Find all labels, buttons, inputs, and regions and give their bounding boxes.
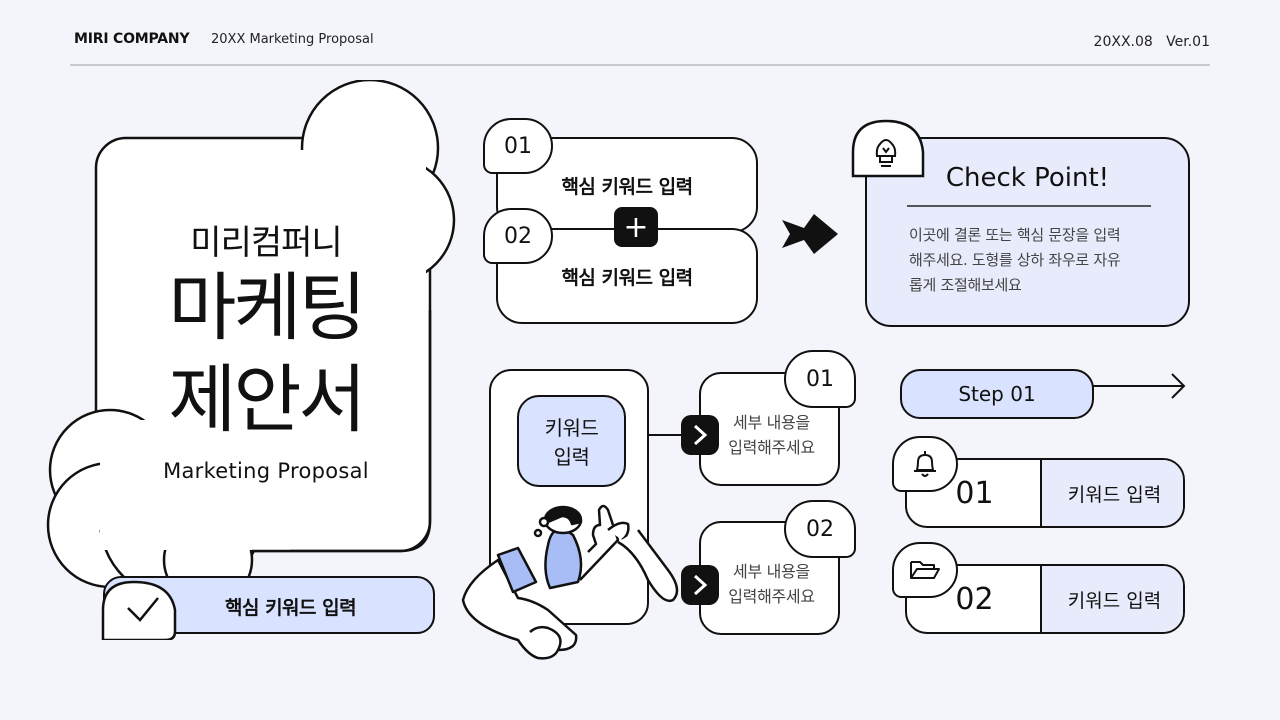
bell-icon xyxy=(914,451,936,477)
chevron-right-icon xyxy=(681,415,719,455)
title-line1: 마케팅 xyxy=(168,265,366,351)
english-title: Marketing Proposal xyxy=(163,459,369,483)
detail-02-line1: 세부 내용을 xyxy=(733,562,810,581)
keyword-02-num: 02 xyxy=(483,208,553,264)
chevron-right-icon xyxy=(681,565,719,605)
step-01-divider xyxy=(1040,460,1043,526)
keyword-01-label: 핵심 키워드 입력 xyxy=(561,175,693,198)
detail-01-num: 01 xyxy=(784,350,856,408)
step-badge: Step 01 xyxy=(900,369,1094,419)
step-arrow-icon xyxy=(1092,373,1186,399)
step-label: Step 01 xyxy=(958,382,1036,406)
flow-connector xyxy=(649,434,687,436)
keyword-01-num: 01 xyxy=(483,118,553,174)
title-line2: 제안서 xyxy=(168,357,366,443)
step-02-label: 키워드 입력 xyxy=(1042,566,1183,632)
bell-tab xyxy=(892,436,958,492)
step-01-num: 01 xyxy=(955,475,994,511)
big-arrow-icon xyxy=(782,214,838,254)
check-icon xyxy=(127,597,159,622)
plus-icon: + xyxy=(614,207,658,247)
checkpoint-divider xyxy=(907,205,1151,207)
date-version: 20XX.08 Ver.01 xyxy=(1093,34,1210,50)
checkpoint-body-1: 이곳에 결론 또는 핵심 문장을 입력 xyxy=(909,226,1121,244)
step-card-02: 02 키워드 입력 xyxy=(905,564,1185,634)
bulb-tab xyxy=(851,119,925,178)
step-01-label: 키워드 입력 xyxy=(1042,460,1183,526)
header-divider xyxy=(70,64,1210,66)
cover-keyword-label: 핵심 키워드 입력 xyxy=(225,597,357,619)
step-02-divider xyxy=(1040,566,1043,632)
cloud-card-shape xyxy=(46,80,456,606)
detail-01-line2: 입력해주세요 xyxy=(728,438,815,457)
brand-name: MIRI COMPANY xyxy=(74,31,190,47)
check-bubble xyxy=(101,580,177,640)
keyword-02-label: 핵심 키워드 입력 xyxy=(561,266,693,289)
lightbulb-icon xyxy=(875,139,897,167)
checkpoint-body-2: 해주세요. 도형를 상하 좌우로 자유 xyxy=(909,251,1121,269)
checkpoint-title: Check Point! xyxy=(945,163,1110,193)
company-name: 미리컴퍼니 xyxy=(190,223,342,263)
header-subtitle: 20XX Marketing Proposal xyxy=(211,32,374,47)
folder-icon xyxy=(910,561,940,579)
detail-02-num: 02 xyxy=(784,500,856,558)
step-card-01: 01 키워드 입력 xyxy=(905,458,1185,528)
keyword-input-box: 키워드 입력 xyxy=(517,395,626,487)
keyword-line1: 키워드 xyxy=(544,416,599,440)
detail-01-line1: 세부 내용을 xyxy=(733,413,810,432)
folder-tab xyxy=(892,542,958,598)
keyword-line2: 입력 xyxy=(553,445,590,469)
step-02-num: 02 xyxy=(955,581,994,617)
person-illustration xyxy=(461,504,679,660)
checkpoint-body-3: 롭게 조절해보세요 xyxy=(909,276,1022,294)
checkpoint-card: Check Point! 이곳에 결론 또는 핵심 문장을 입력 해주세요. 도… xyxy=(865,137,1190,327)
detail-02-line2: 입력해주세요 xyxy=(728,587,815,606)
